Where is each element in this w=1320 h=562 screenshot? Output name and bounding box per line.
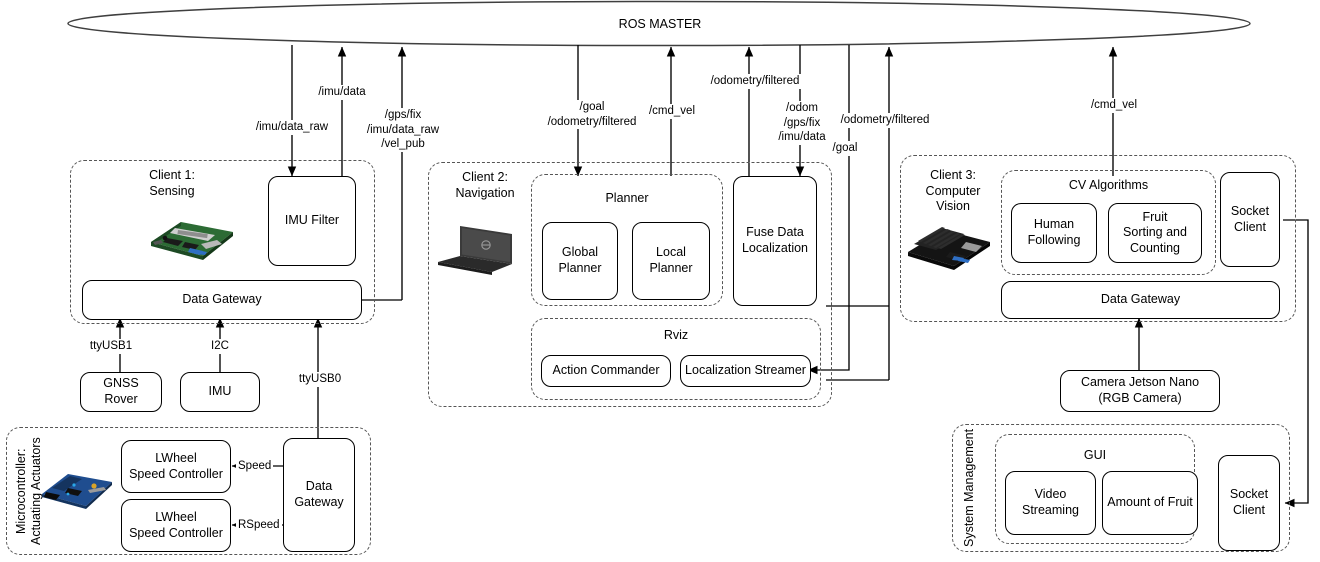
client2-title: Client 2: Navigation (455, 170, 515, 200)
imu-filter-node[interactable]: IMU Filter (268, 176, 356, 266)
fuse-data-localization-node[interactable]: Fuse Data Localization (733, 176, 817, 306)
rwheel-speed-controller-node[interactable]: LWheel Speed Controller (121, 499, 231, 552)
planner-group (531, 174, 723, 306)
video-streaming-node[interactable]: Video Streaming (1005, 471, 1096, 535)
microcontroller-group (6, 427, 371, 555)
wire-label-cmd-vel: /cmd_vel (646, 104, 698, 119)
cv-algorithms-group (1001, 170, 1216, 275)
wire-label-odom-group: /odom /gps/fix /imu/data (776, 101, 828, 146)
wire-label-ttyusb0: ttyUSB0 (296, 372, 344, 387)
client3-data-gateway-node[interactable]: Data Gateway (1001, 281, 1280, 319)
cv-algorithms-label: CV Algorithms (1068, 178, 1149, 192)
microcontroller-data-gateway-node[interactable]: Data Gateway (283, 438, 355, 552)
client1-data-gateway-node[interactable]: Data Gateway (82, 280, 362, 320)
client3-socket-client-node[interactable]: Socket Client (1220, 172, 1280, 267)
fruit-sorting-counting-node[interactable]: Fruit Sorting and Counting (1108, 203, 1202, 263)
wire-label-rspeed: RSpeed (236, 518, 282, 533)
ros-master-label: ROS MASTER (618, 17, 702, 31)
gnss-rover-node[interactable]: GNSS Rover (80, 372, 162, 412)
wire-label-i2c: I2C (209, 339, 231, 354)
wire-label-odometry-filtered-top: /odometry/filtered (708, 74, 802, 89)
system-management-title: System Management (962, 428, 976, 548)
laptop-icon (434, 222, 518, 278)
localization-streamer-node[interactable]: Localization Streamer (680, 355, 811, 387)
jetson-nano-board-icon (904, 216, 994, 274)
gui-socket-client-node[interactable]: Socket Client (1218, 455, 1280, 551)
wire-label-cmd-vel-right: /cmd_vel (1088, 98, 1140, 113)
raspberry-pi-board-icon (145, 208, 237, 264)
global-planner-node[interactable]: Global Planner (542, 222, 618, 300)
local-planner-node[interactable]: Local Planner (632, 222, 710, 300)
imu-node[interactable]: IMU (180, 372, 260, 412)
wire-label-odometry-filtered-right: /odometry/filtered (838, 113, 932, 128)
human-following-node[interactable]: Human Following (1011, 203, 1097, 263)
client1-title: Client 1: Sensing (149, 168, 195, 198)
amount-of-fruit-node[interactable]: Amount of Fruit (1102, 471, 1198, 535)
camera-jetson-nano-node[interactable]: Camera Jetson Nano (RGB Camera) (1060, 370, 1220, 412)
wire-label-gps-group: /gps/fix /imu/data_raw /vel_pub (364, 108, 442, 153)
arduino-board-icon (38, 462, 116, 514)
wire-label-imu-data: /imu/data (316, 85, 368, 100)
wire-label-lspeed: Speed (236, 459, 274, 474)
rviz-group-label: Rviz (663, 328, 689, 342)
action-commander-node[interactable]: Action Commander (541, 355, 671, 387)
lwheel-speed-controller-node[interactable]: LWheel Speed Controller (121, 440, 231, 493)
wire-label-goal-odometry: /goal /odometry/filtered (545, 100, 639, 130)
wire-label-goal: /goal (830, 141, 860, 156)
gui-group-label: GUI (1083, 448, 1107, 462)
wire-label-ttyusb1: ttyUSB1 (87, 339, 135, 354)
planner-group-label: Planner (605, 191, 649, 205)
wire-label-imu-data-raw: /imu/data_raw (253, 120, 331, 135)
client3-title: Client 3: Computer Vision (925, 168, 981, 214)
